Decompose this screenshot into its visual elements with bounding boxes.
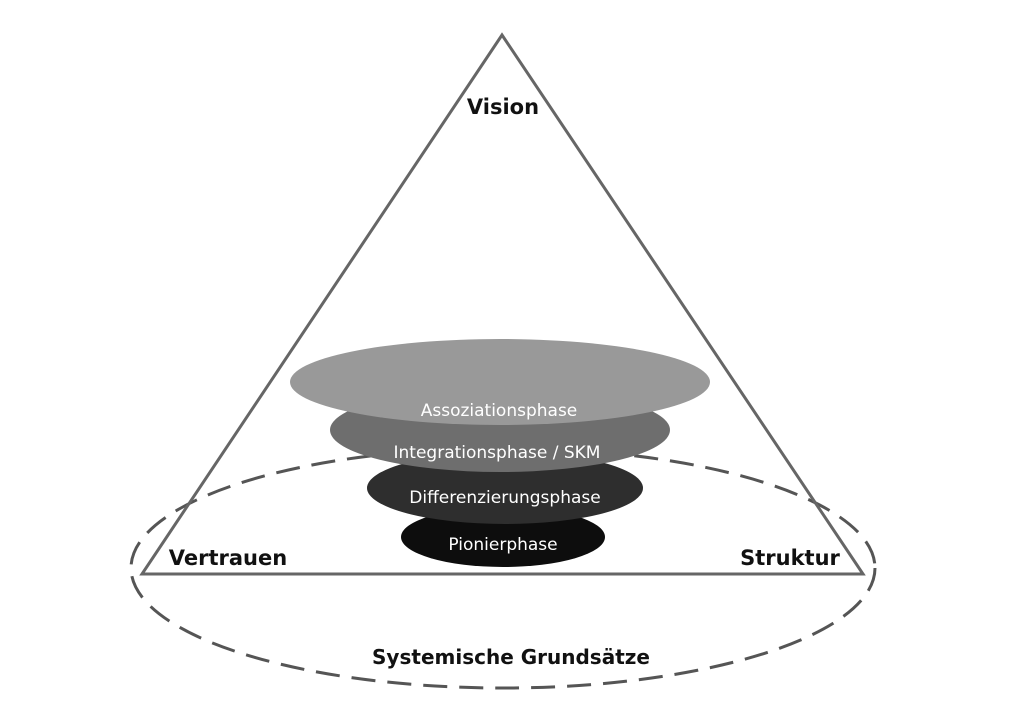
- phase-ellipse-differenzierung: [367, 452, 643, 524]
- phase-label-integration: Integrationsphase / SKM: [394, 443, 601, 463]
- phase-label-differenzierung: Differenzierungsphase: [409, 488, 600, 508]
- corner-label-struktur: Struktur: [740, 546, 840, 570]
- phase-ellipse-pionier: [401, 507, 605, 567]
- phase-label-pionier: Pionierphase: [448, 535, 557, 555]
- triangle-outline: [139, 32, 866, 576]
- base-label-systemische-grundsaetze: Systemische Grundsätze: [372, 645, 650, 669]
- phase-label-assoziation: Assoziationsphase: [421, 401, 578, 421]
- apex-label-vision: Vision: [467, 95, 539, 119]
- phase-ellipse-assoziation: [290, 339, 710, 425]
- corner-label-vertrauen: Vertrauen: [169, 546, 287, 570]
